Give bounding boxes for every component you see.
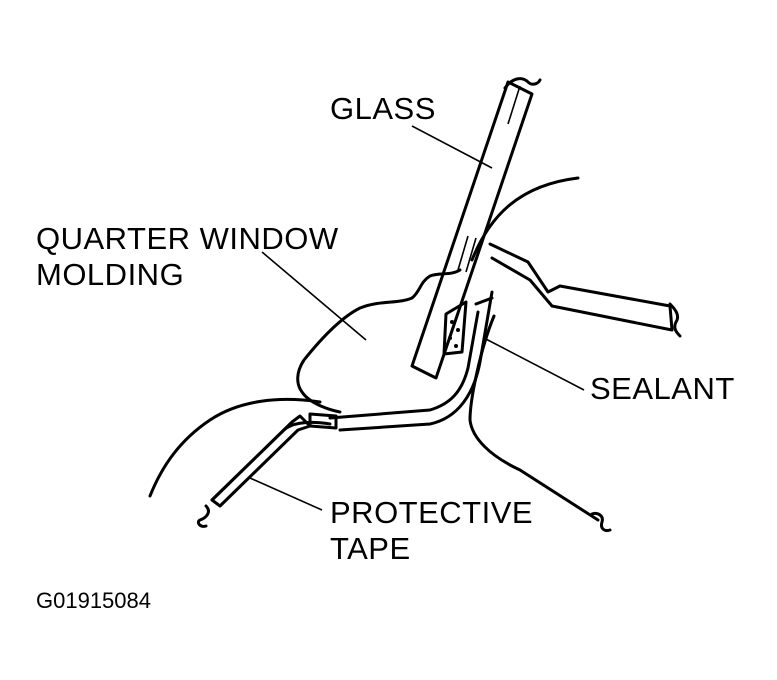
inner-panel: [468, 314, 612, 532]
protective-tape: [196, 412, 338, 528]
quarter-window-molding: [296, 268, 462, 414]
glass-leader: [411, 125, 493, 169]
leader-lines: [249, 125, 585, 511]
label-protective-tape-line1: PROTECTIVE: [330, 495, 534, 530]
label-glass: GLASS: [330, 91, 436, 126]
figure-code: G01915084: [36, 588, 151, 613]
molding-leader: [261, 251, 367, 341]
sealant-leader: [483, 337, 585, 391]
label-protective-tape-line2: TAPE: [330, 531, 411, 566]
tape-leader: [249, 477, 323, 511]
label-quarter-window-molding-line1: QUARTER WINDOW: [36, 221, 339, 256]
sealant-bead: [442, 300, 468, 356]
glass-pane: [410, 77, 542, 380]
label-quarter-window-molding-line2: MOLDING: [36, 257, 185, 292]
body-panel: [470, 176, 682, 338]
label-sealant: SEALANT: [590, 371, 735, 406]
